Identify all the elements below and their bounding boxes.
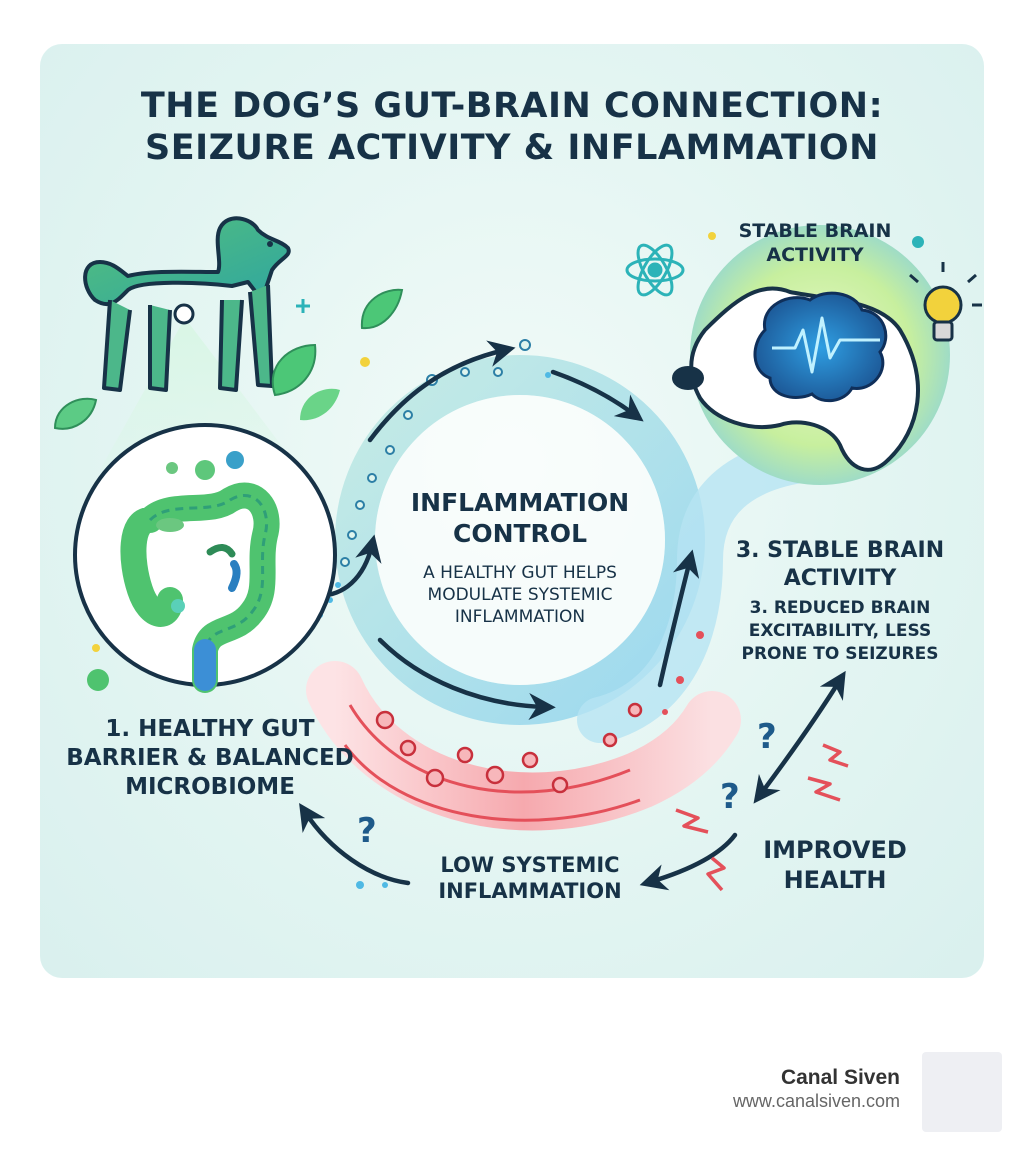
center-heading-1: INFLAMMATION (410, 488, 630, 517)
svg-text:?: ? (757, 717, 777, 757)
brain-text-1: 3. REDUCED BRAIN (749, 598, 931, 618)
inflammation-vessel (306, 661, 741, 831)
atom-icon (625, 243, 685, 297)
intestine-icon (120, 451, 280, 693)
brand-url[interactable]: www.canalsiven.com (732, 1091, 900, 1111)
brain-heading-1: 3. STABLE BRAIN (735, 538, 945, 563)
inflammation-label-1: LOW SYSTEMIC (440, 853, 620, 877)
question-icons: ? ? ? (357, 717, 777, 851)
brand-name: Canal Siven (780, 1066, 900, 1089)
svg-text:?: ? (357, 811, 377, 851)
lightbulb-icon (909, 262, 982, 342)
title-line-1: THE DOG’S GUT-BRAIN CONNECTION: (140, 86, 884, 126)
dog-icon (83, 216, 291, 392)
svg-text:?: ? (720, 777, 740, 817)
lightning-icons (675, 743, 849, 892)
gut-label-3: MICROBIOME (125, 774, 295, 800)
blood-flow-band (577, 437, 823, 743)
center-text-1: A HEALTHY GUT HELPS (423, 563, 617, 583)
brain-text-2: EXCITABILITY, LESS (748, 621, 932, 641)
inflammation-cells (375, 702, 643, 794)
title-line-2: SEIZURE ACTIVITY & INFLAMMATION (145, 128, 879, 168)
health-label-1: IMPROVED (763, 836, 907, 864)
top-brain-label-2: ACTIVITY (766, 244, 864, 266)
brain-icon (753, 291, 888, 403)
gut-label-2: BARRIER & BALANCED (66, 745, 354, 771)
inflammation-label-2: INFLAMMATION (438, 879, 622, 903)
health-label-2: HEALTH (783, 866, 887, 894)
center-text-3: INFLAMMATION (454, 607, 586, 627)
center-text-2: MODULATE SYSTEMIC (427, 585, 613, 605)
brain-heading-2: ACTIVITY (783, 566, 897, 591)
leaf-icons (53, 288, 404, 430)
top-brain-label-1: STABLE BRAIN (738, 220, 892, 242)
brand-logo-box (922, 1052, 1002, 1132)
brain-text-3: PRONE TO SEIZURES (741, 644, 939, 664)
center-heading-2: CONTROL (452, 519, 587, 548)
gut-label-1: 1. HEALTHY GUT (105, 716, 315, 742)
